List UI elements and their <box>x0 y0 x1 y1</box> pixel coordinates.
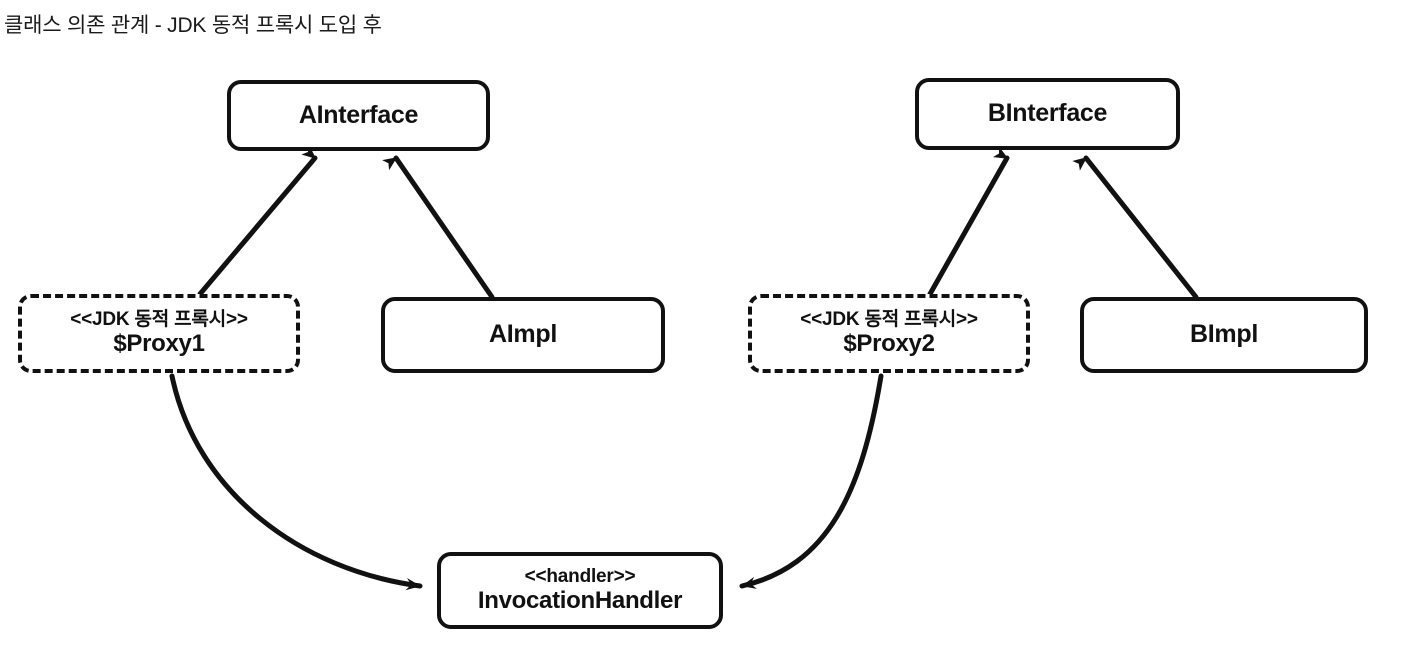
node-proxy1[interactable]: <<JDK 동적 프록시>> $Proxy1 <box>18 294 300 373</box>
node-aimpl[interactable]: AImpl <box>381 297 665 373</box>
edge-proxy2-implements-binterface <box>927 146 1010 297</box>
node-binterface-label: BInterface <box>987 99 1108 128</box>
edge-bimpl-implements-binterface <box>1072 155 1199 300</box>
edge-proxy1-uses-handler <box>169 373 423 591</box>
node-binterface[interactable]: BInterface <box>915 78 1180 150</box>
node-ainterface[interactable]: AInterface <box>227 80 490 151</box>
edge-proxy1-implements-ainterface <box>197 145 318 297</box>
node-ainterface-label: AInterface <box>298 100 419 129</box>
node-handler-label: InvocationHandler <box>477 587 683 615</box>
node-proxy2-label: $Proxy2 <box>843 330 935 358</box>
edge-aimpl-implements-ainterface <box>382 155 495 300</box>
edge-proxy2-uses-handler <box>739 373 884 589</box>
page-title: 클래스 의존 관계 - JDK 동적 프록시 도입 후 <box>4 14 382 37</box>
node-handler[interactable]: <<handler>> InvocationHandler <box>437 552 723 629</box>
node-proxy2[interactable]: <<JDK 동적 프록시>> $Proxy2 <box>748 294 1030 373</box>
node-handler-stereotype: <<handler>> <box>524 566 636 588</box>
node-proxy1-stereotype: <<JDK 동적 프록시>> <box>70 309 248 331</box>
node-proxy1-label: $Proxy1 <box>113 330 205 358</box>
node-bimpl[interactable]: BImpl <box>1080 297 1368 373</box>
node-aimpl-label: AImpl <box>489 320 557 349</box>
node-proxy2-stereotype: <<JDK 동적 프록시>> <box>800 309 978 331</box>
node-bimpl-label: BImpl <box>1190 320 1258 349</box>
